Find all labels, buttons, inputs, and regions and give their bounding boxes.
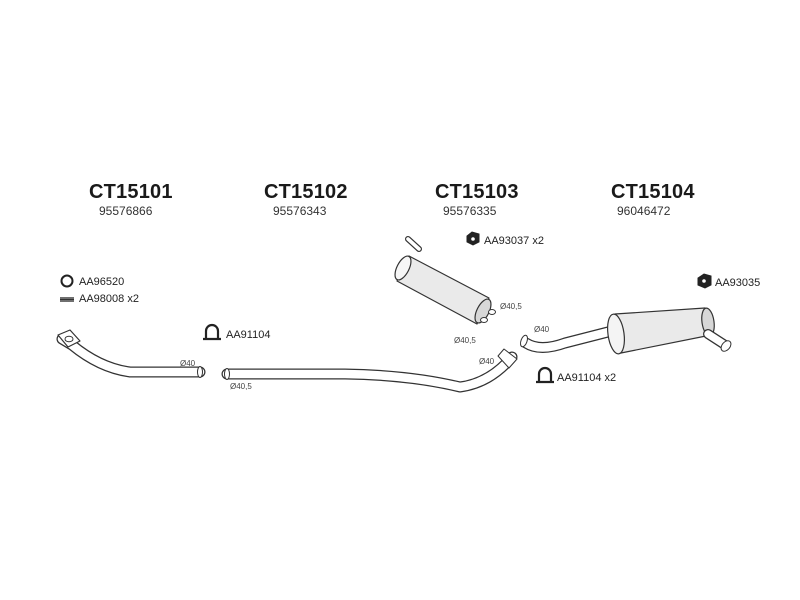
oem-number: 95576866 [99,204,153,218]
part-code: CT15104 [611,181,695,203]
clamp-icon [203,323,221,341]
clamp-icon [536,366,554,384]
front-pipe [56,329,206,378]
diameter-label: Ø40,5 [230,382,252,391]
oem-number: 95576335 [443,204,497,218]
centre-silencer [394,236,496,325]
oem-number: 95576343 [273,204,327,218]
middle-pipe [221,348,518,393]
accessory-label: AA91104 [226,329,271,341]
accessory-label: AA98008 x2 [79,293,139,305]
spring-icon [60,297,74,302]
rubber-mount-icon [466,231,480,246]
rear-silencer [520,307,732,355]
diameter-label: Ø40,5 [500,302,522,311]
ring-icon [60,274,74,288]
diameter-label: Ø40,5 [454,336,476,345]
part-code: CT15101 [89,181,173,203]
diameter-label: Ø40 [534,325,550,334]
diameter-label: Ø40 [479,357,495,366]
oem-number: 96046472 [617,204,671,218]
accessory-label: AA93037 x2 [484,235,544,247]
accessory-label: AA93035 [715,277,761,289]
part-code: CT15103 [435,181,519,203]
rubber-mount-icon [697,273,712,289]
diameter-label: Ø40 [180,359,196,368]
accessory-label: AA96520 [79,276,125,288]
part-code: CT15102 [264,181,348,203]
accessory-label: AA91104 x2 [557,372,617,384]
